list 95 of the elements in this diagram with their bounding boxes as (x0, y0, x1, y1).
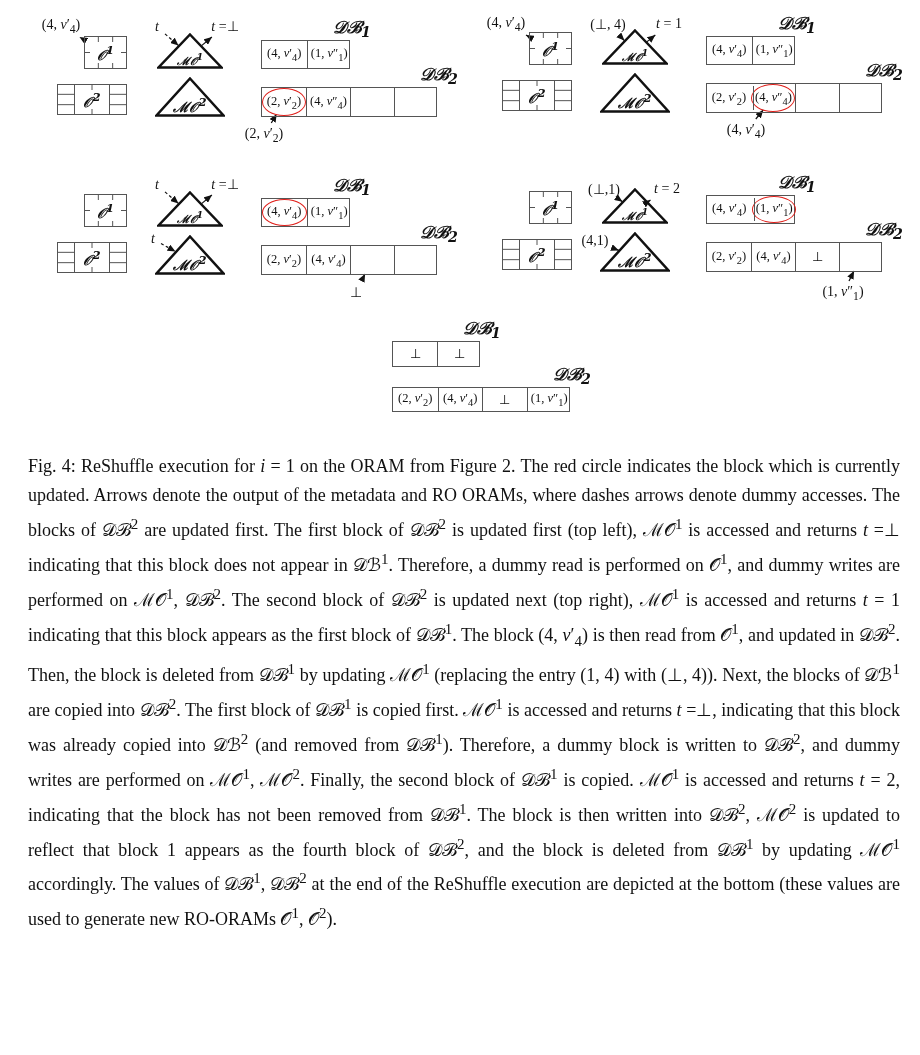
oram-grid-drawing (529, 32, 572, 65)
block-cell: (1, v″$_{1}$) (751, 37, 796, 64)
tree-label: ℳ𝒪$^{1}$ (620, 206, 650, 223)
block-cell: (1, v″$_{1}$) (306, 41, 351, 68)
arrow (847, 270, 855, 282)
block-cell: (1, v″$_{1}$) (526, 388, 571, 411)
oram-label: 𝒪$^{2}$ (82, 247, 102, 269)
oram-grid-drawing (84, 194, 127, 227)
table-title: 𝒟ℬ$_{1}$ (463, 318, 501, 342)
arrow (78, 36, 89, 45)
oram-grid-drawing (57, 84, 127, 115)
block-cell: (4, v′$_{4}$) (306, 246, 350, 274)
arrow (201, 194, 213, 205)
oram-label: 𝒪$^{2}$ (82, 89, 102, 111)
block-cell: (4, v′$_{4}$) (262, 41, 307, 68)
block-cell: (4, v″$_{4}$) (753, 86, 793, 110)
block-cell: (2, v′$_{2}$) (264, 90, 304, 114)
arrow (616, 32, 625, 42)
tree-label: ℳ𝒪$^{1}$ (175, 209, 205, 226)
table-title: 𝒟ℬ$_{2}$ (553, 364, 591, 388)
block-cell: (1, v″$_{1}$) (306, 199, 351, 226)
math-label: t = 2 (645, 179, 689, 199)
arrow (201, 36, 213, 47)
table-title: 𝒟ℬ$_{2}$ (865, 219, 903, 243)
oram-grid-drawing (57, 242, 127, 273)
math-label: (1, v″$_{1}$) (818, 282, 868, 304)
table-title: 𝒟ℬ$_{1}$ (778, 13, 816, 37)
math-label: (4, v′$_{4}$) (38, 16, 84, 36)
oram-grid-drawing (502, 80, 572, 111)
arrow (164, 33, 180, 47)
tree-triangle (157, 191, 223, 227)
arrow (613, 194, 624, 203)
arrow (755, 109, 764, 120)
tree-label: ℳ𝒪$^{1}$ (620, 47, 650, 64)
block-cell: (4, v′$_{4}$) (264, 201, 305, 224)
arrow (164, 191, 180, 205)
block-cell: (1, v″$_{1}$) (753, 198, 794, 221)
block-cell: (4, v′$_{4}$) (707, 37, 752, 64)
block-cell: (2, v′$_{2}$) (707, 84, 751, 112)
math-label: t =⊥ (203, 174, 247, 194)
arrow (358, 273, 366, 283)
block-cell: (4, v′$_{4}$) (751, 243, 795, 271)
math-label: (⊥, 4) (588, 14, 628, 34)
math-label: t = 1 (647, 14, 691, 34)
tree-label: ℳ𝒪$^{2}$ (172, 95, 208, 116)
oram-label: 𝒪$^{2}$ (527, 85, 547, 107)
math-label: (4, v′$_{4}$) (483, 14, 529, 34)
block-cell: (4, v″$_{4}$) (306, 88, 350, 116)
oram-label: 𝒪$^{1}$ (95, 200, 116, 222)
tree-triangle (155, 77, 225, 117)
oram-label: 𝒪$^{1}$ (95, 42, 116, 64)
math-label: (4,1) (575, 231, 615, 251)
math-label: t (146, 230, 160, 248)
tree-label: ℳ𝒪$^{2}$ (617, 250, 653, 271)
arrow (646, 34, 656, 43)
arrow (525, 34, 535, 42)
oram-label: 𝒪$^{1}$ (540, 38, 561, 60)
block-cell: ⊥ (393, 342, 437, 366)
table-title: 𝒟ℬ$_{2}$ (420, 222, 458, 246)
table-title: 𝒟ℬ$_{1}$ (333, 17, 371, 41)
tree-label: ℳ𝒪$^{2}$ (617, 91, 653, 112)
oram-label: 𝒪$^{2}$ (527, 244, 547, 266)
block-cell: (2, v′$_{2}$) (262, 246, 306, 274)
math-label: (⊥,1) (583, 179, 625, 199)
block-cell: (2, v′$_{2}$) (707, 243, 751, 271)
figure-caption: Fig. 4: ReShuffle execution for i = 1 on the ORAM from Figure 2. The red circle indicates the block which is currently updated. Arrows denote the output of the metadata and RO ORAMs, where dashes arrows denote dummy accesses. The blocks of 𝒟ℬ$^{2}$ are updated first. The first block of 𝒟ℬ$^{2}$ is updated first (top left), ℳ𝒪$^{1}$ is accessed and returns t =⊥ indicating that this block does not appear in 𝒟ℬ$^{1}$. Therefore, a dummy read is performed on 𝒪$^{1}$, and dummy writes are performed on ℳ𝒪$^{1}$, 𝒟ℬ$^{2}$. The second block of 𝒟ℬ$^{2}$ is updated next (top right), ℳ𝒪$^{1}$ is accessed and returns t = 1 indicating that this block appears as the first block of 𝒟ℬ$^{1}$. The block (4, v′$_{4}$) is then read from 𝒪$^{1}$, and updated in 𝒟ℬ$^{2}$. Then, the block is deleted from 𝒟ℬ$^{1}$ by updating ℳ𝒪$^{1}$ (replacing the entry (1, 4) with (⊥, 4)). Next, the blocks of 𝒟ℬ$^{1}$ are copied into 𝒟ℬ$^{2}$. The first block of 𝒟ℬ$^{1}$ is copied first. ℳ𝒪$^{1}$ is accessed and returns t =⊥, indicating that this block was already copied into 𝒟ℬ$^{2}$ (and removed from 𝒟ℬ$^{1}$). Therefore, a dummy block is written to 𝒟ℬ$^{2}$, and dummy writes are performed on ℳ𝒪$^{1}$, ℳ𝒪$^{2}$. Finally, the second block of 𝒟ℬ$^{1}$ is copied. ℳ𝒪$^{1}$ is accessed and returns t = 2, indicating that the block has not been removed from 𝒟ℬ$^{1}$. The block is then written into 𝒟ℬ$^{2}$, ℳ𝒪$^{2}$ is updated to reflect that block 1 appears as the fourth block of 𝒟ℬ$^{2}$, and the block is deleted from 𝒟ℬ$^{1}$ by updating ℳ𝒪$^{1}$ accordingly. The values of 𝒟ℬ$^{1}$, 𝒟ℬ$^{2}$ at the end of the ReShuffle execution are depicted at the bottom (these values are used to generate new RO-ORAMs 𝒪$^{1}$, 𝒪$^{2}$). (28, 455, 900, 932)
block-cell: ⊥ (482, 388, 527, 411)
block-cell: ⊥ (795, 243, 839, 271)
arrow (641, 199, 652, 208)
table-title: 𝒟ℬ$_{2}$ (420, 64, 458, 88)
oram-label: 𝒪$^{1}$ (540, 197, 561, 219)
arrow (269, 113, 278, 124)
math-label: t (150, 176, 164, 194)
tree-label: ℳ𝒪$^{2}$ (172, 253, 208, 274)
tree-triangle (155, 235, 225, 275)
tree-label: ℳ𝒪$^{1}$ (175, 51, 205, 68)
oram-grid-drawing (529, 191, 572, 224)
oram-grid-drawing (502, 239, 572, 270)
math-label: (2, v′$_{2}$) (240, 124, 288, 146)
oram-grid-drawing (84, 36, 127, 69)
block-cell: (2, v′$_{2}$) (393, 388, 438, 411)
table-title: 𝒟ℬ$_{1}$ (333, 175, 371, 199)
block-cell: (4, v′$_{4}$) (707, 196, 752, 223)
table-title: 𝒟ℬ$_{2}$ (865, 60, 903, 84)
block-cell: (4, v′$_{4}$) (437, 388, 482, 411)
table-title: 𝒟ℬ$_{1}$ (778, 172, 816, 196)
block-cell: ⊥ (437, 342, 481, 366)
math-label: (4, v′$_{4}$) (722, 120, 770, 142)
arrow (610, 244, 620, 251)
math-label: ⊥ (348, 282, 364, 302)
tree-triangle (157, 33, 223, 69)
arrow (160, 242, 177, 253)
tree-triangle (600, 73, 670, 113)
math-label: t (150, 18, 164, 36)
math-label: t =⊥ (203, 16, 247, 36)
